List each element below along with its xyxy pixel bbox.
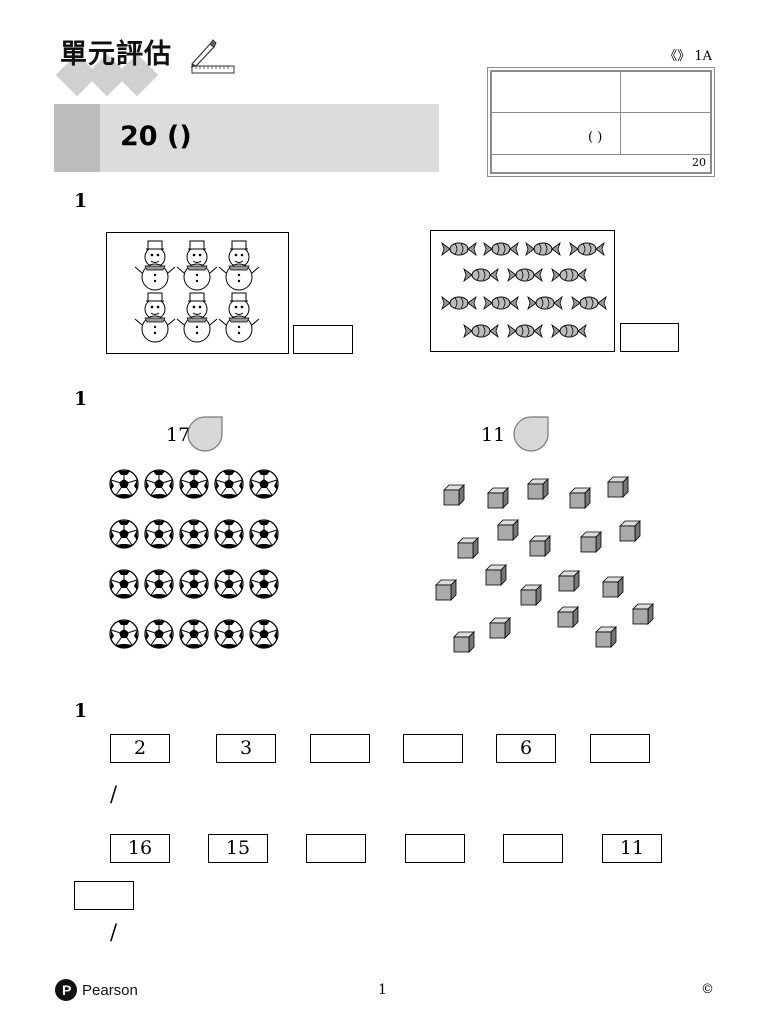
sequence-box: 6 bbox=[496, 734, 556, 763]
sequence-box: 3 bbox=[216, 734, 276, 763]
score-label: 20 bbox=[692, 156, 706, 169]
sequence-box: 11 bbox=[602, 834, 662, 863]
question-1: 1 bbox=[74, 190, 88, 212]
sequence-answer-box[interactable] bbox=[590, 734, 650, 763]
unit-assessment-logo: 單元評估 bbox=[54, 30, 244, 97]
page-number: 1 bbox=[378, 982, 387, 998]
snowman-icon bbox=[134, 292, 176, 343]
q2-left-number: 17 bbox=[166, 424, 191, 446]
student-info-box: ( ) 20 bbox=[487, 67, 715, 177]
sequence-answer-box[interactable] bbox=[306, 834, 366, 863]
svg-text:P: P bbox=[62, 982, 71, 998]
drop-answer-shape[interactable] bbox=[186, 416, 224, 454]
pearson-icon: P bbox=[55, 979, 77, 1001]
sequence-box: 16 bbox=[110, 834, 170, 863]
sequence-box: 15 bbox=[208, 834, 268, 863]
sequence-row-2: 16 15 11 bbox=[0, 834, 768, 864]
sequence-answer-box[interactable] bbox=[503, 834, 563, 863]
question-3: 1 bbox=[74, 700, 88, 722]
order-choice-line-2: / bbox=[110, 920, 118, 944]
snowmen-picture bbox=[106, 232, 289, 354]
pearson-logo: P Pearson bbox=[54, 978, 138, 1002]
sequence-answer-box[interactable] bbox=[310, 734, 370, 763]
number-paren: ( ) bbox=[588, 130, 603, 145]
sequence-answer-box[interactable] bbox=[403, 734, 463, 763]
q1-answer-box-left[interactable] bbox=[293, 325, 353, 354]
book-reference: 《》 1A bbox=[664, 49, 712, 64]
snowman-icon bbox=[134, 240, 176, 291]
sequence-box: 2 bbox=[110, 734, 170, 763]
question-2: 1 bbox=[74, 388, 88, 410]
q2-right-number: 11 bbox=[481, 424, 506, 446]
copyright: © bbox=[701, 982, 714, 997]
drop-answer-shape[interactable] bbox=[512, 416, 550, 454]
pencil-ruler-icon bbox=[191, 39, 235, 74]
unit-assessment-title: 單元評估 bbox=[60, 39, 172, 70]
sequence-answer-box[interactable] bbox=[74, 881, 134, 910]
footballs-picture bbox=[109, 469, 279, 649]
snowman-icon bbox=[176, 240, 218, 291]
page-title: 20 () bbox=[120, 121, 192, 152]
sequence-row-1: 2 3 6 bbox=[0, 734, 768, 764]
snowman-icon bbox=[218, 292, 260, 343]
title-band: 20 () bbox=[54, 104, 439, 172]
cubes-picture bbox=[435, 476, 654, 653]
sequence-answer-box[interactable] bbox=[405, 834, 465, 863]
candies-picture bbox=[430, 230, 615, 352]
snowman-icon bbox=[218, 240, 260, 291]
order-choice-line-1: / bbox=[110, 782, 118, 806]
q1-answer-box-right[interactable] bbox=[620, 323, 679, 352]
snowman-icon bbox=[176, 292, 218, 343]
